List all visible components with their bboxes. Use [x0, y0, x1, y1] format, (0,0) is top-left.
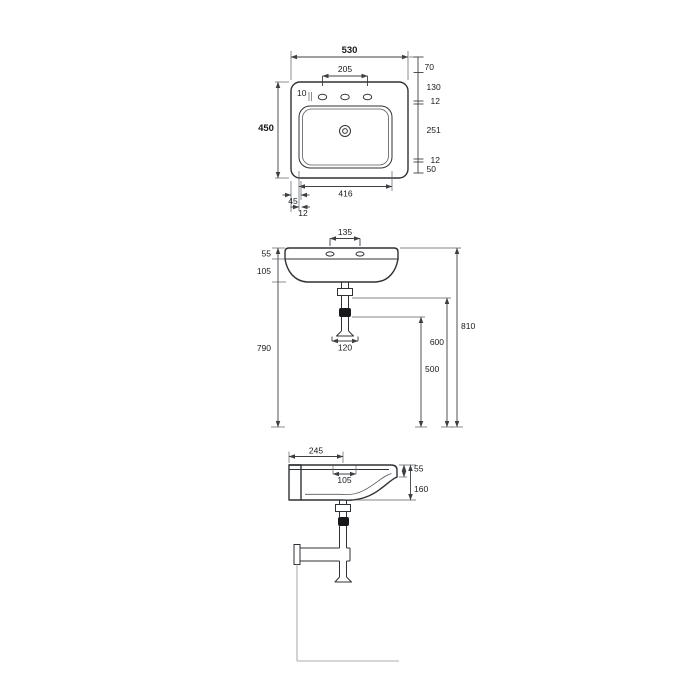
- dim-slot-spacing: 135: [329, 227, 361, 246]
- dim-trap-width: 120: [331, 336, 359, 353]
- wall-flange-side: [293, 544, 301, 565]
- front-view: 135 120 55 105 790: [257, 227, 475, 428]
- dim-label-105-front: 105: [257, 266, 271, 276]
- bowl-outline-plan: [298, 105, 393, 169]
- drain-flare-side: [334, 576, 352, 583]
- trap-joint-side: [338, 517, 349, 526]
- drain-flare-front: [336, 330, 354, 337]
- dim-overall-depth: 450: [258, 81, 289, 179]
- dim-label-12-lip: 12: [298, 208, 308, 218]
- dim-bowl-depth: 105: [332, 465, 357, 485]
- dim-label-12a: 12: [431, 96, 441, 106]
- wall-floor-lines: [296, 564, 399, 662]
- dim-label-50: 50: [427, 164, 437, 174]
- dim-label-55-front: 55: [262, 249, 272, 259]
- drain-assembly-side: [293, 500, 352, 583]
- dim-label-500: 500: [425, 364, 439, 374]
- dim-label-105-side: 105: [337, 475, 351, 485]
- dim-label-120: 120: [338, 343, 352, 353]
- dim-label-450: 450: [258, 123, 274, 134]
- bowl-inner-line-side: [305, 473, 392, 495]
- drain-assembly-front: [336, 282, 354, 337]
- dim-ledge-depth: 245: [288, 446, 344, 463]
- back-ledge-side: [288, 464, 302, 501]
- dim-label-10: 10: [297, 88, 307, 98]
- dim-label-205: 205: [338, 64, 352, 74]
- overflow-hole: [339, 125, 351, 137]
- dim-right-chain: 70 130 12 251 12 50: [409, 56, 441, 174]
- dim-right-heights: 500 600 810: [352, 247, 475, 428]
- bowl-underside-side: [300, 476, 398, 501]
- dim-label-810: 810: [461, 321, 475, 331]
- dim-label-130: 130: [427, 82, 441, 92]
- dim-label-790: 790: [257, 343, 271, 353]
- tap-holes: [317, 93, 373, 101]
- dim-label-12b: 12: [431, 155, 441, 165]
- side-view: 245 105 55 160: [288, 446, 428, 662]
- drain-nut-side: [335, 504, 351, 512]
- bowl-inner-line-plan: [302, 108, 389, 166]
- dim-label-70: 70: [425, 62, 435, 72]
- dim-label-135: 135: [338, 227, 352, 237]
- dim-label-245: 245: [309, 446, 323, 456]
- rim-outline-front: [284, 247, 399, 260]
- basin-outline-plan: [290, 81, 409, 179]
- trap-joint-front: [339, 308, 351, 317]
- dim-side-heights: 55 160: [352, 464, 428, 501]
- plan-view: 530 205 10 450: [258, 45, 441, 218]
- drain-nut-front: [337, 288, 353, 296]
- deck-slots-front: [325, 251, 365, 257]
- dim-bowl-width: 416: [298, 171, 393, 211]
- dim-label-416: 416: [338, 189, 352, 199]
- dim-overall-width: 530: [290, 45, 409, 80]
- dim-label-251: 251: [427, 125, 441, 135]
- dim-tap-spacing: 205: [322, 64, 368, 86]
- dim-lip-offsets: 45 12: [282, 181, 310, 218]
- dim-label-160: 160: [414, 484, 428, 494]
- dim-label-530: 530: [342, 45, 358, 56]
- dim-label-600: 600: [430, 337, 444, 347]
- dim-label-55-side: 55: [414, 464, 424, 474]
- dim-tap-hole: 10: [297, 88, 312, 101]
- deck-outline-side: [288, 464, 398, 478]
- dim-label-45: 45: [288, 196, 298, 206]
- basin-body-front: [284, 258, 399, 283]
- dim-left-heights: 55 105 790: [257, 247, 286, 428]
